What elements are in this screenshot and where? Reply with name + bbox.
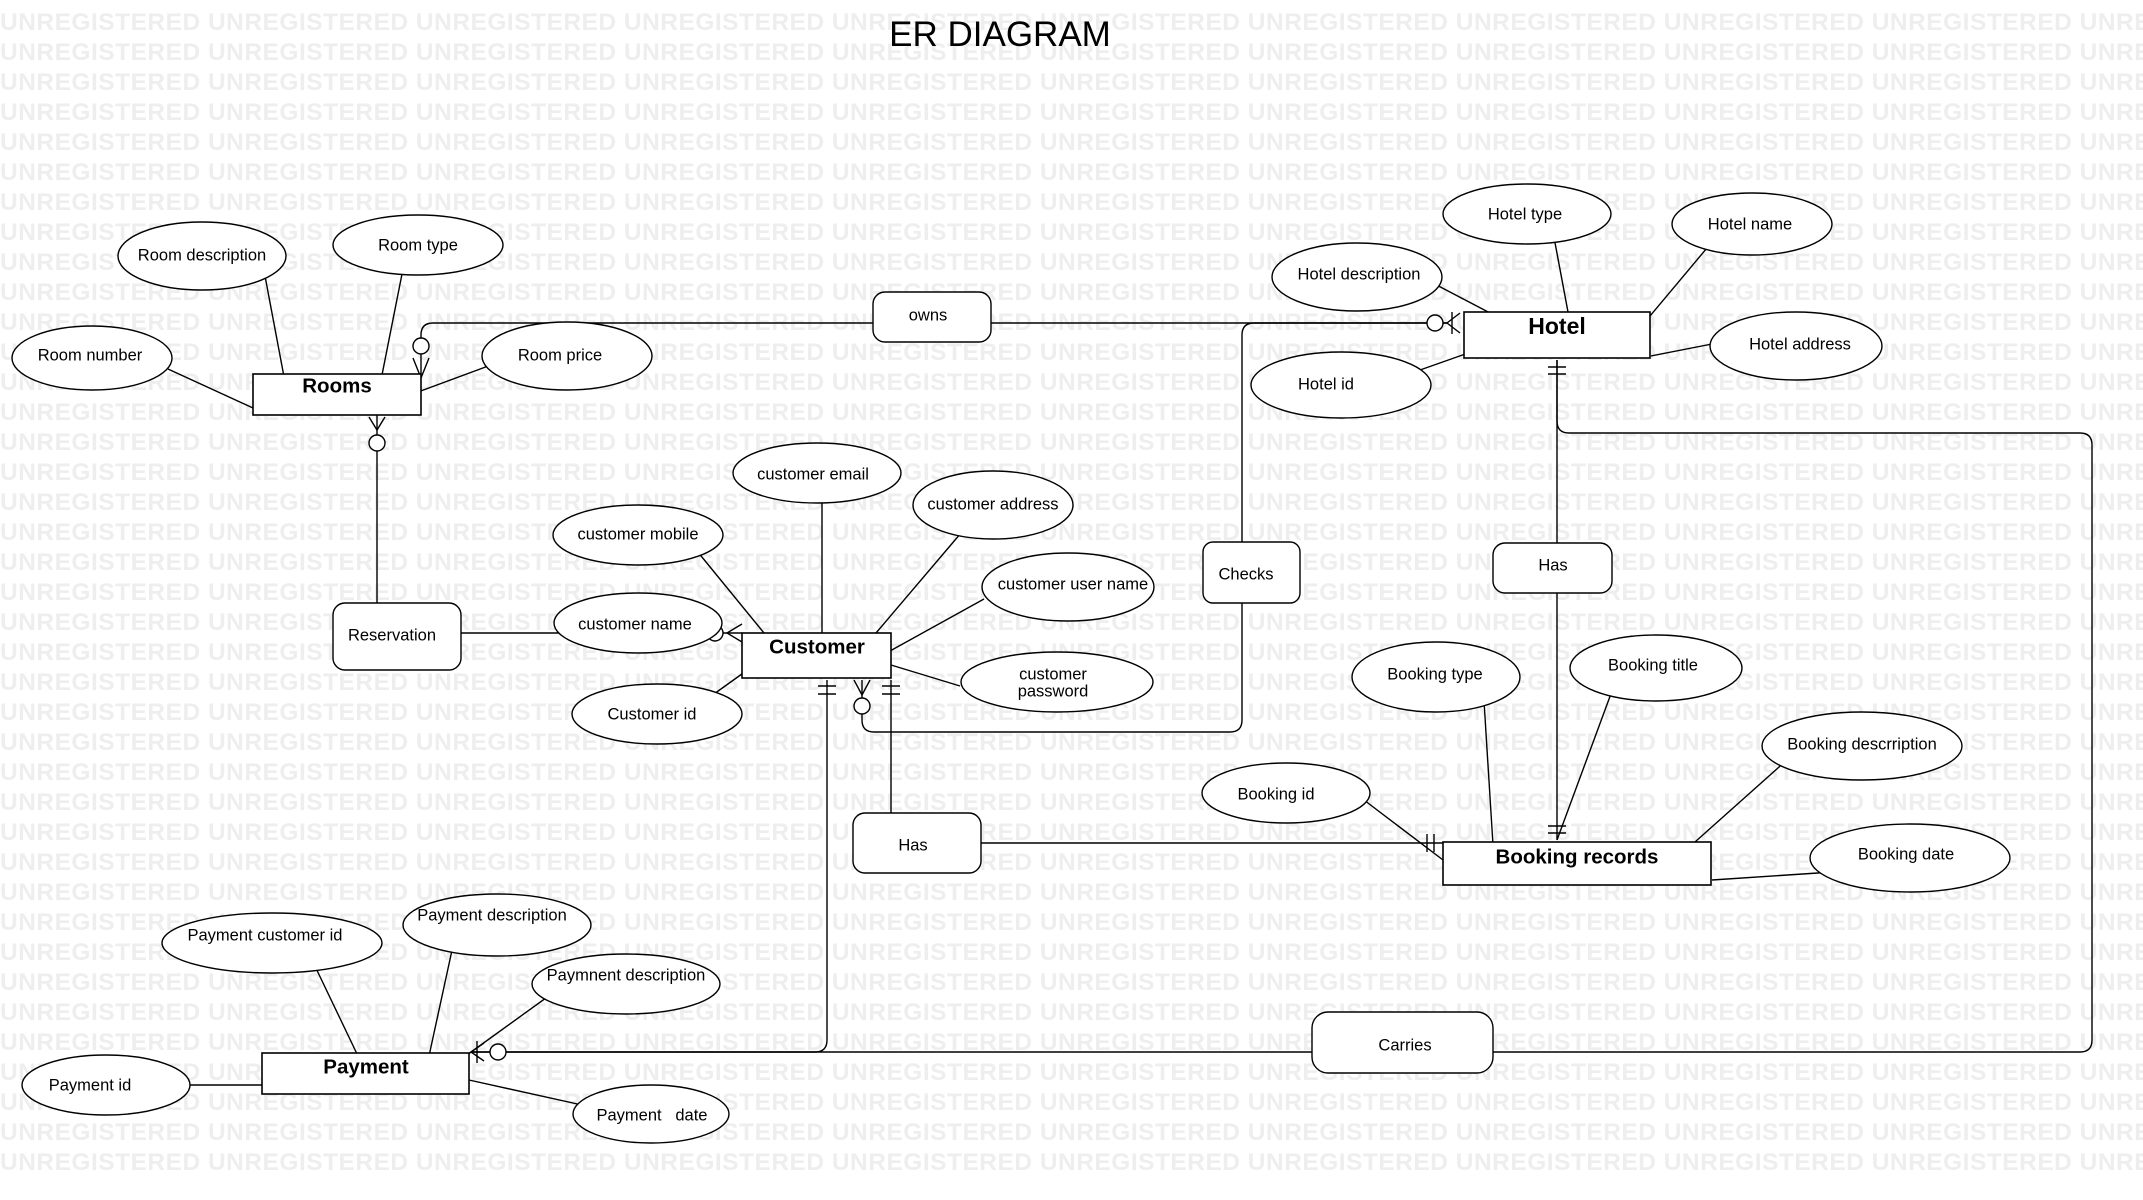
watermark-row: UNREGISTERED UNREGISTERED UNREGISTERED U… xyxy=(0,999,2143,1026)
attr-payment-date[interactable]: Payment date xyxy=(572,1084,730,1144)
svg-text:Payment date: Payment date xyxy=(597,1106,708,1124)
svg-text:Room type: Room type xyxy=(378,236,458,254)
watermark-row: UNREGISTERED UNREGISTERED UNREGISTERED U… xyxy=(0,819,2143,846)
attr-hotel-description[interactable]: Hotel description xyxy=(1271,242,1443,312)
entity-customer[interactable]: Customer xyxy=(741,632,892,679)
svg-text:Booking title: Booking title xyxy=(1608,656,1698,674)
attr-payment-id[interactable]: Payment id xyxy=(21,1054,191,1116)
entity-hotel-label: Hotel xyxy=(1528,313,1586,339)
svg-text:password: password xyxy=(1018,682,1089,700)
entity-payment[interactable]: Payment xyxy=(261,1052,470,1095)
svg-text:customer user name: customer user name xyxy=(998,575,1148,593)
attr-customer-user-name[interactable]: customer user name xyxy=(981,552,1155,622)
watermark-row: UNREGISTERED UNREGISTERED UNREGISTERED U… xyxy=(0,279,2143,306)
attr-hotel-id[interactable]: Hotel id xyxy=(1250,351,1432,419)
svg-text:Room description: Room description xyxy=(138,246,266,264)
svg-text:Payment customer id: Payment customer id xyxy=(188,926,343,944)
attr-hotel-address[interactable]: Hotel address xyxy=(1709,311,1883,381)
attr-room-type[interactable]: Room type xyxy=(332,214,504,276)
relationship-has-customer-booking[interactable]: Has xyxy=(852,812,982,874)
svg-text:Payment description: Payment description xyxy=(417,906,567,924)
attr-booking-description[interactable]: Booking descrription xyxy=(1761,711,1963,781)
attr-room-price[interactable]: Room price xyxy=(481,321,653,391)
relationship-checks[interactable]: Checks xyxy=(1202,541,1301,604)
attr-customer-password[interactable]: customer password xyxy=(960,651,1154,713)
relationship-reservation[interactable]: Reservation xyxy=(332,602,462,671)
attr-customer-address[interactable]: customer address xyxy=(912,470,1074,540)
diagram-title: ER DIAGRAM xyxy=(889,15,1111,54)
attr-customer-mobile[interactable]: customer mobile xyxy=(552,504,724,566)
watermark-row: UNREGISTERED UNREGISTERED UNREGISTERED U… xyxy=(0,99,2143,126)
entity-hotel[interactable]: Hotel xyxy=(1463,311,1651,359)
svg-text:Customer id: Customer id xyxy=(608,705,697,723)
attr-booking-title[interactable]: Booking title xyxy=(1569,634,1743,702)
relationship-carries[interactable]: Carries xyxy=(1311,1011,1494,1074)
relationship-has-hotel-booking[interactable]: Has xyxy=(1492,542,1613,594)
svg-text:Booking id: Booking id xyxy=(1237,785,1314,803)
svg-text:Payment id: Payment id xyxy=(49,1076,132,1094)
svg-text:Hotel address: Hotel address xyxy=(1749,335,1851,353)
svg-text:Paymnent description: Paymnent description xyxy=(547,966,706,984)
attr-hotel-name[interactable]: Hotel name xyxy=(1671,192,1833,256)
watermark-row: UNREGISTERED UNREGISTERED UNREGISTERED U… xyxy=(0,879,2143,906)
watermark-row: UNREGISTERED UNREGISTERED UNREGISTERED U… xyxy=(0,789,2143,816)
entity-booking-records[interactable]: Booking records xyxy=(1442,841,1712,886)
attr-booking-type[interactable]: Booking type xyxy=(1351,641,1521,713)
attr-booking-date[interactable]: Booking date xyxy=(1809,823,2011,893)
watermark-row: UNREGISTERED UNREGISTERED UNREGISTERED U… xyxy=(0,969,2143,996)
entity-payment-label: Payment xyxy=(323,1055,409,1078)
watermark-row: UNREGISTERED UNREGISTERED UNREGISTERED U… xyxy=(0,1149,2143,1176)
relationship-owns-label: owns xyxy=(909,306,948,324)
svg-text:customer mobile: customer mobile xyxy=(577,525,698,543)
svg-text:customer address: customer address xyxy=(927,495,1058,513)
attr-customer-id[interactable]: Customer id xyxy=(571,683,743,745)
watermark-row: UNREGISTERED UNREGISTERED UNREGISTERED U… xyxy=(0,159,2143,186)
svg-text:customer name: customer name xyxy=(578,615,692,633)
svg-text:Hotel description: Hotel description xyxy=(1298,265,1421,283)
watermark-row: UNREGISTERED UNREGISTERED UNREGISTERED U… xyxy=(0,1119,2143,1146)
attr-payment-description[interactable]: Payment description xyxy=(402,893,592,957)
relationship-carries-label: Carries xyxy=(1378,1036,1431,1054)
svg-text:Booking date: Booking date xyxy=(1858,845,1954,863)
watermark-row: UNREGISTERED UNREGISTERED UNREGISTERED U… xyxy=(0,249,2143,276)
svg-text:Hotel type: Hotel type xyxy=(1488,205,1562,223)
attr-room-description[interactable]: Room description xyxy=(117,221,287,291)
attr-paymnent-description[interactable]: Paymnent description xyxy=(531,953,721,1015)
svg-text:Hotel id: Hotel id xyxy=(1298,375,1354,393)
entity-customer-label: Customer xyxy=(769,635,865,658)
attr-room-number[interactable]: Room number xyxy=(11,325,173,391)
attr-booking-id[interactable]: Booking id xyxy=(1201,762,1371,824)
watermark-row: UNREGISTERED UNREGISTERED UNREGISTERED U… xyxy=(0,9,2143,36)
watermark-row: UNREGISTERED UNREGISTERED UNREGISTERED U… xyxy=(0,39,2143,66)
attr-payment-customer-id[interactable]: Payment customer id xyxy=(161,912,383,974)
relationship-has-hotel-booking-label: Has xyxy=(1538,556,1567,574)
relationship-reservation-label: Reservation xyxy=(348,626,436,644)
relationship-has-customer-booking-label: Has xyxy=(898,836,927,854)
watermark-row: UNREGISTERED UNREGISTERED UNREGISTERED U… xyxy=(0,69,2143,96)
svg-text:Hotel name: Hotel name xyxy=(1708,215,1792,233)
watermark-row: UNREGISTERED UNREGISTERED UNREGISTERED U… xyxy=(0,459,2143,486)
relationship-owns[interactable]: owns xyxy=(872,291,992,343)
relationship-checks-label: Checks xyxy=(1218,565,1273,583)
attr-customer-name[interactable]: customer name xyxy=(553,592,723,654)
entity-rooms-label: Rooms xyxy=(302,374,371,397)
watermark-row: UNREGISTERED UNREGISTERED UNREGISTERED U… xyxy=(0,129,2143,156)
attr-hotel-type[interactable]: Hotel type xyxy=(1442,183,1612,245)
watermark-row: UNREGISTERED UNREGISTERED UNREGISTERED U… xyxy=(0,849,2143,876)
svg-text:customer: customer xyxy=(1019,665,1087,683)
svg-text:Booking type: Booking type xyxy=(1387,665,1482,683)
svg-text:Room number: Room number xyxy=(38,346,143,364)
svg-text:customer email: customer email xyxy=(757,465,869,483)
svg-text:Booking descrription: Booking descrription xyxy=(1787,735,1937,753)
entity-rooms[interactable]: Rooms xyxy=(252,373,422,416)
attr-customer-email[interactable]: customer email xyxy=(732,442,902,504)
watermark-row: UNREGISTERED UNREGISTERED UNREGISTERED U… xyxy=(0,519,2143,546)
svg-text:Room price: Room price xyxy=(518,346,602,364)
entity-booking-records-label: Booking records xyxy=(1496,845,1659,868)
